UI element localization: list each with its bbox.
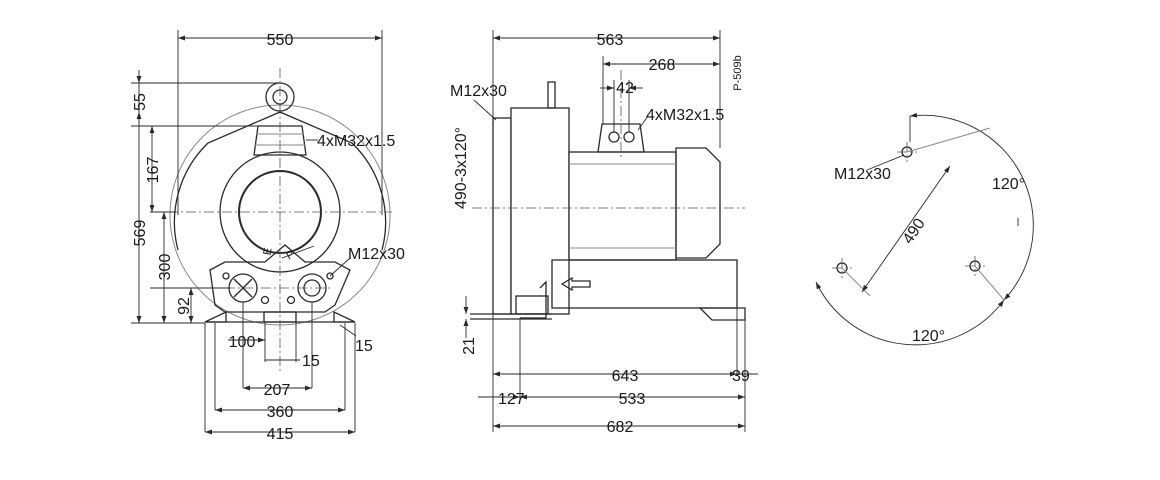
dim-643: 643 [612, 368, 639, 385]
dim-55: 55 [132, 93, 149, 111]
side-housing [510, 107, 570, 315]
dim-92: 92 [176, 297, 193, 315]
side-flange [492, 117, 512, 315]
port-block [209, 244, 351, 313]
label-m12-side: M12x30 [450, 83, 507, 100]
dim-207: 207 [264, 382, 291, 399]
motor-body [568, 151, 677, 261]
drawing-code: P-509b [732, 55, 744, 90]
dim-100: 100 [229, 334, 256, 351]
dim-21: 21 [461, 337, 478, 355]
label-port-thread: 4xM32x1.5 [317, 133, 395, 150]
dim-415: 415 [267, 426, 294, 443]
side-handle [547, 81, 556, 109]
dim-300: 300 [157, 254, 174, 281]
dim-42: 42 [616, 80, 634, 97]
foot-left [204, 310, 227, 323]
dim-15-gap: 15 [302, 353, 320, 370]
dim-490: 490 [900, 216, 929, 248]
inlet-pipe [520, 280, 547, 319]
terminal-box [597, 123, 645, 153]
dim-490-line [861, 165, 951, 293]
dim-533: 533 [619, 391, 646, 408]
flange-pattern-view: 490 M12x30 120° 120° [815, 112, 1034, 346]
dim-569: 569 [132, 220, 149, 247]
front-view: 550 55 167 569 300 92 4xM32x1.5 E P M12x… [131, 30, 405, 443]
label-m12-front: M12x30 [348, 246, 405, 263]
dim-268: 268 [649, 57, 676, 74]
base-foot [698, 307, 746, 321]
label-bolt-circle: 490-3x120° [453, 127, 470, 209]
angle-120-bottom: 120° [912, 328, 945, 345]
motor-endcap [675, 147, 721, 259]
arc-120-bottom [815, 281, 1005, 346]
letter-e: E [261, 247, 274, 256]
foot-right [333, 310, 356, 323]
label-box-thread: 4xM32x1.5 [646, 107, 724, 124]
side-view: 563 268 42 4xM32x1.5 P-509b M12x30 490-3… [450, 30, 758, 436]
dim-563: 563 [597, 32, 624, 49]
dim-15-plate: 15 [355, 338, 373, 355]
dim-550: 550 [267, 32, 294, 49]
dim-39: 39 [732, 368, 750, 385]
angle-120-top: 120° [992, 176, 1025, 193]
label-m12-flange: M12x30 [834, 166, 891, 183]
dim-167: 167 [145, 157, 162, 184]
dim-682: 682 [607, 419, 634, 436]
dim-360: 360 [267, 404, 294, 421]
flow-arrow-icon [560, 276, 591, 292]
base-frame [551, 259, 738, 309]
dim-127: 127 [498, 391, 525, 408]
arc-120-top [909, 112, 1034, 301]
